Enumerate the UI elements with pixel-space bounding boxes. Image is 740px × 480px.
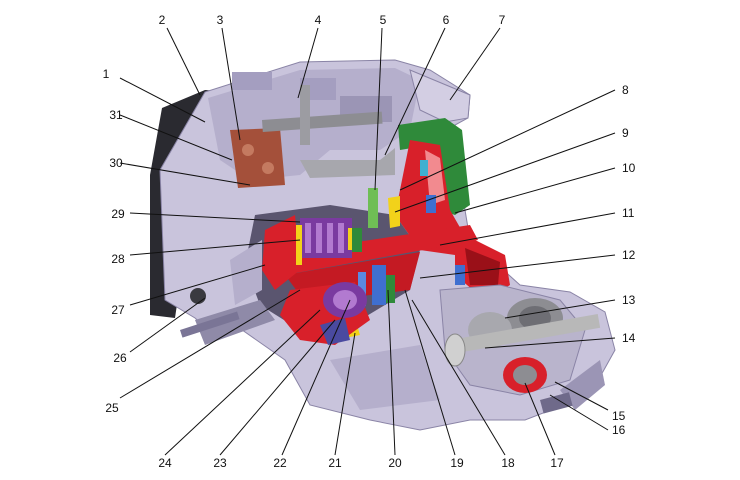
- callout-22: 22: [273, 456, 287, 470]
- solenoid-block: [230, 128, 285, 188]
- blue-gear: [372, 265, 386, 305]
- callout-24: 24: [158, 456, 172, 470]
- callout-30: 30: [109, 156, 123, 170]
- transmission-illustration: [150, 59, 616, 431]
- callout-25: 25: [105, 401, 119, 415]
- yellow-piston: [296, 225, 302, 265]
- callout-26: 26: [113, 351, 127, 365]
- callout-17: 17: [550, 456, 564, 470]
- callout-9: 9: [622, 126, 629, 140]
- callout-28: 28: [111, 252, 125, 266]
- callout-23: 23: [213, 456, 227, 470]
- clutch-drum: [262, 215, 300, 290]
- callout-10: 10: [622, 161, 636, 175]
- callout-3: 3: [217, 13, 224, 27]
- callout-6: 6: [443, 13, 450, 27]
- callout-31: 31: [109, 108, 123, 122]
- callout-27: 27: [111, 303, 125, 317]
- callout-4: 4: [315, 13, 322, 27]
- callout-1: 1: [103, 67, 110, 81]
- shift-shaft: [262, 111, 383, 132]
- callout-labels: 1 2 3 4 5 6 7 8 9 10 11 12 13 14 15 16 1…: [103, 13, 636, 470]
- callout-29: 29: [111, 207, 125, 221]
- input-shaft: [270, 225, 478, 275]
- callout-5: 5: [380, 13, 387, 27]
- callout-2: 2: [159, 13, 166, 27]
- output-shaft: [450, 313, 601, 354]
- callout-11: 11: [622, 206, 635, 220]
- callout-14: 14: [622, 331, 636, 345]
- callout-21: 21: [328, 456, 342, 470]
- callout-7: 7: [499, 13, 506, 27]
- callout-8: 8: [622, 83, 629, 97]
- callout-18: 18: [501, 456, 515, 470]
- leader-lines: [119, 27, 616, 456]
- callout-20: 20: [388, 456, 402, 470]
- callout-15: 15: [612, 409, 626, 423]
- callout-16: 16: [612, 423, 626, 437]
- callout-13: 13: [622, 293, 636, 307]
- callout-19: 19: [450, 456, 464, 470]
- callout-12: 12: [622, 248, 636, 262]
- mount-bracket: [409, 69, 471, 123]
- lower-shafts: [195, 300, 275, 345]
